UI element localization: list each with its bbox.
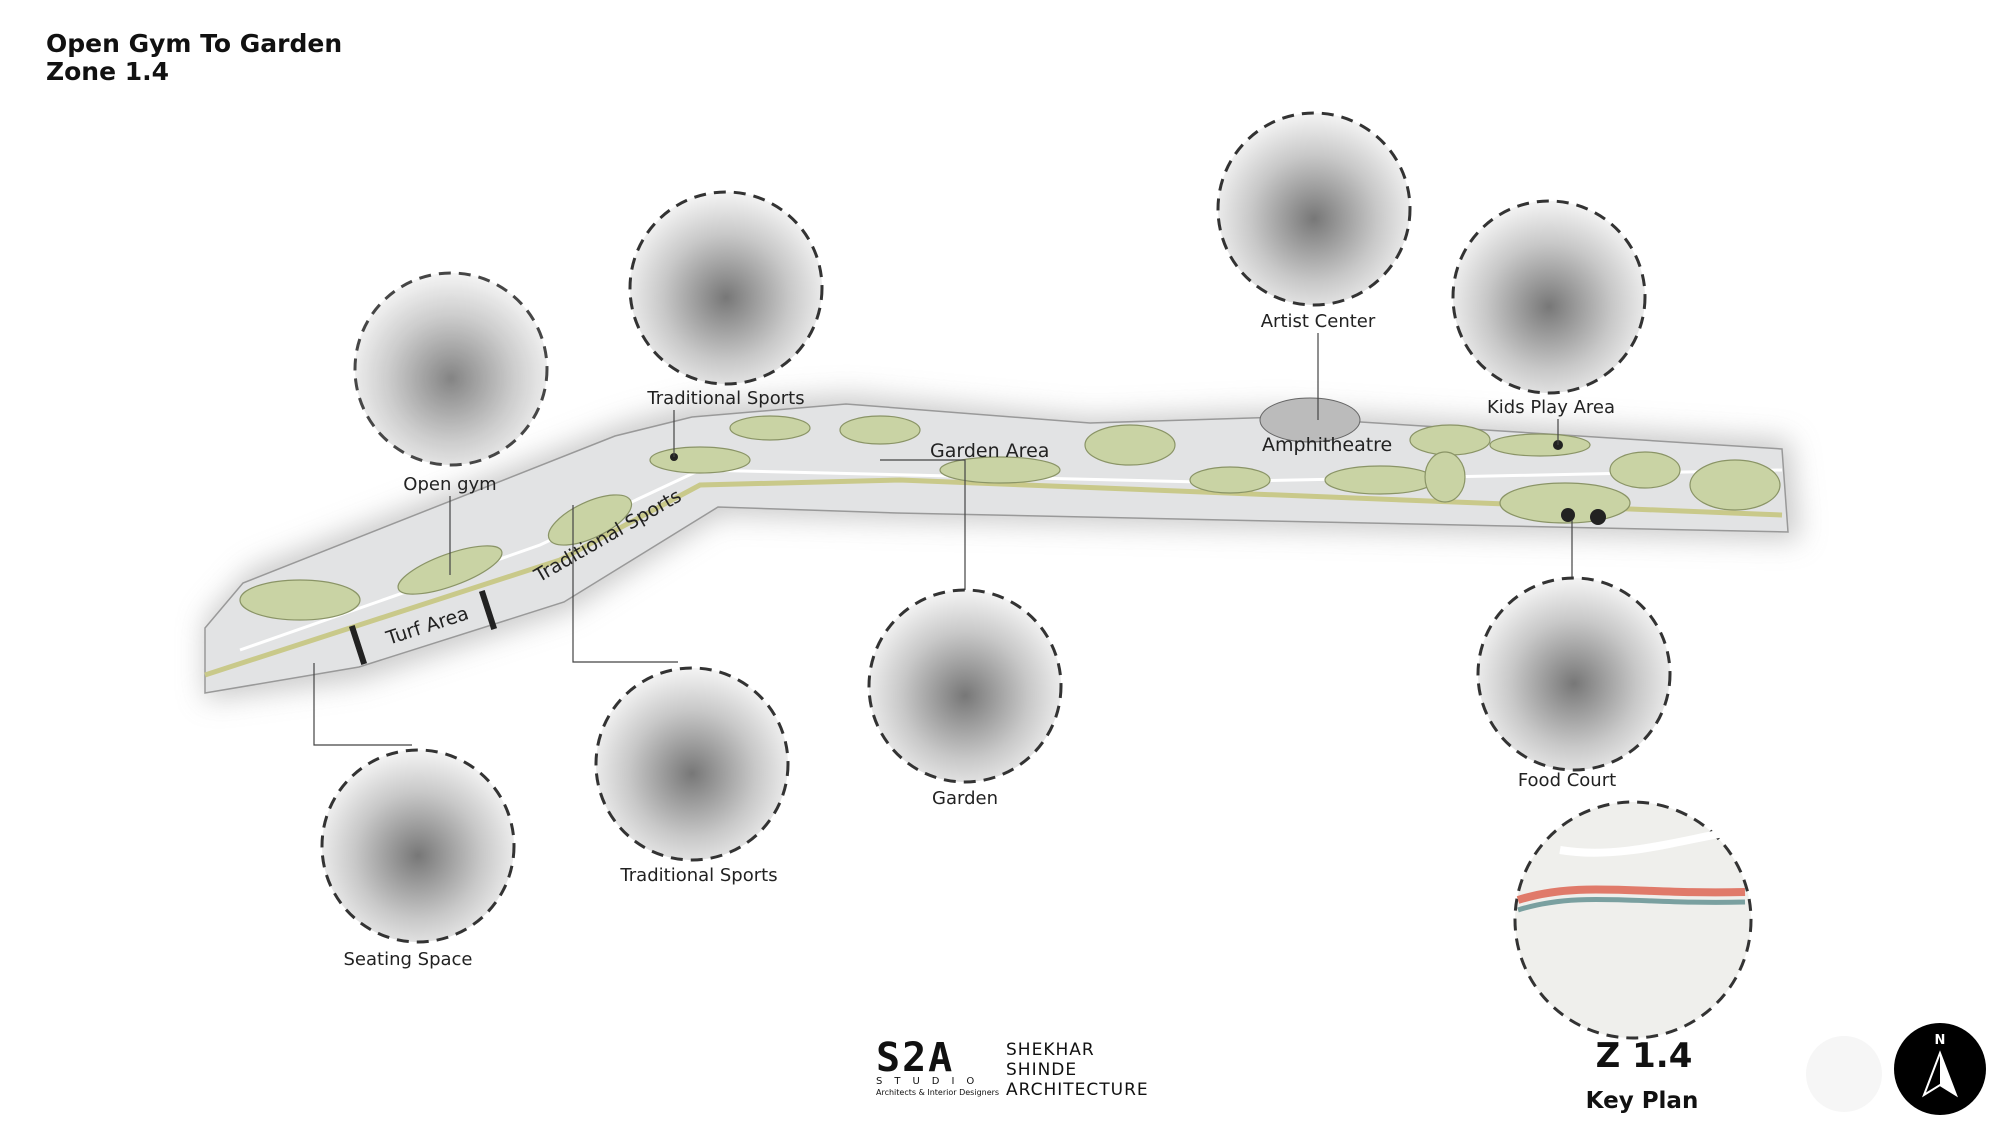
- amphitheatre-shape: [1259, 397, 1361, 443]
- key-plan-label: Key Plan: [1585, 1088, 1699, 1114]
- zone-line: Zone 1.4: [46, 57, 170, 86]
- logo-mark: S2A: [876, 1035, 955, 1081]
- firm-name: SHEKHAR SHINDE ARCHITECTURE: [1006, 1040, 1149, 1100]
- firm-line: SHEKHAR: [1006, 1040, 1095, 1060]
- vignette-circles: [320, 111, 1672, 944]
- label-artist-center: Artist Center: [1260, 311, 1376, 332]
- label-traditional-sports-bottom: Traditional Sports: [620, 865, 778, 886]
- planting-beds: [239, 415, 1781, 621]
- logo-tagline: Architects & Interior Designers: [876, 1088, 1000, 1097]
- s2a-logo: S2A STUDIO Architects & Interior Designe…: [876, 1035, 1000, 1097]
- label-kids-play-area: Kids Play Area: [1486, 397, 1616, 418]
- key-plan-map: [1513, 800, 1753, 1040]
- north-label: N: [1934, 1033, 1946, 1048]
- leader-lines: [313, 333, 1573, 746]
- sheet-title: Open Gym To Garden Zone 1.4: [46, 30, 342, 86]
- title-line: Open Gym To Garden: [46, 29, 343, 58]
- label-garden: Garden: [932, 788, 998, 809]
- firm-line: ARCHITECTURE: [1006, 1080, 1149, 1100]
- label-seating-space: Seating Space: [343, 949, 473, 970]
- map-label-amphitheatre: Amphitheatre: [1262, 434, 1393, 456]
- north-arrow-icon: N: [1894, 1023, 1986, 1115]
- firm-line: SHINDE: [1006, 1060, 1078, 1080]
- logo-studio: STUDIO: [876, 1076, 987, 1087]
- label-open-gym: Open gym: [403, 474, 497, 495]
- zone-code: Z 1.4: [1595, 1036, 1693, 1076]
- label-food-court: Food Court: [1517, 770, 1617, 791]
- map-label-garden-area: Garden Area: [930, 440, 1050, 462]
- label-traditional-sports-top: Traditional Sports: [647, 388, 805, 409]
- faint-north-icon: [1806, 1036, 1882, 1112]
